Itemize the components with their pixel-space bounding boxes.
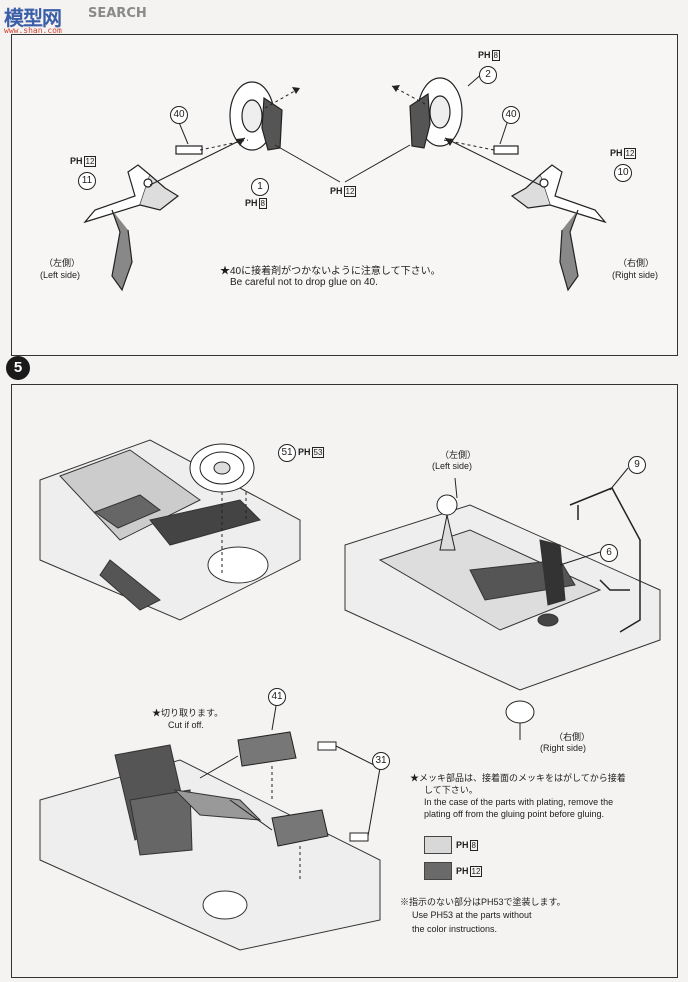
caliper-left [261, 96, 283, 151]
part-callout-9: 9 [628, 456, 646, 474]
part-callout-6: 6 [600, 544, 618, 562]
pin-right [493, 145, 519, 155]
legend-swatch-plating [424, 836, 452, 854]
logo-search-text: SEARCH [88, 6, 147, 21]
steering-rack-9 [569, 487, 641, 633]
bracket-right-hole [539, 178, 549, 188]
plating-note-jp-1: ★メッキ部品は、接着面のメッキをはがしてから接着 [410, 773, 626, 783]
color-note-en-1: Use PH53 at the parts without [412, 910, 532, 920]
color-note-en-2: the color instructions. [412, 924, 498, 934]
chassis-lower-left [39, 744, 381, 951]
chassis-right-drawing [344, 504, 661, 691]
part-callout-10: 10 [614, 164, 632, 182]
step5-right-side-en: (Right side) [540, 743, 587, 753]
bracket-left-body [83, 164, 151, 224]
part-callout-2: 2 [479, 66, 497, 84]
part-callout-51: 51 [278, 444, 296, 462]
left-side-label-en: (Left side) [40, 270, 81, 280]
bracket-left-leg [111, 209, 133, 292]
right-side-label-jp: （右側） [618, 258, 655, 268]
left-bracket-drawing [83, 164, 180, 292]
step5-panel [11, 384, 678, 978]
glue-caution-en: Be careful not to drop glue on 40. [230, 277, 378, 288]
color-note-jp: ※指示のない部分はPH53で塗装します。 [400, 897, 566, 907]
right-bracket-drawing [510, 164, 607, 292]
left-side-label-jp: （左側） [44, 258, 81, 268]
bracket-left-hole [143, 178, 153, 188]
part-callout-1: 1 [251, 178, 269, 196]
cut-off-note-jp: ★切り取ります。 [152, 708, 224, 718]
pin-left [175, 145, 203, 155]
plating-note-jp-2: して下さい。 [424, 785, 478, 795]
step5-left-side-jp: （左側） [440, 450, 477, 460]
wheel-hub-right-drawing [505, 700, 535, 740]
part-callout-40-right: 40 [502, 106, 520, 124]
glue-caution-jp: ★40に接着剤がつかないように注意して下さい。 [220, 266, 441, 277]
plating-note-en-2: plating off from the gluing point before… [424, 809, 604, 819]
right-side-label-en: (Right side) [612, 270, 659, 280]
wheel-hub-left-drawing [436, 494, 458, 551]
part-callout-40-left: 40 [170, 106, 188, 124]
cut-off-note-en: Cut if off. [168, 720, 204, 730]
part-callout-41: 41 [268, 688, 286, 706]
caliper-right [409, 92, 431, 149]
step5-right-leaders [454, 467, 629, 566]
step-number-badge: 5 [6, 356, 30, 380]
step5-left-side-en: (Left side) [432, 461, 473, 471]
site-logo: 模型网 SEARCH www.shan.com [0, 0, 688, 35]
step5-right-side-jp: （右側） [554, 732, 591, 742]
bracket-right-leg [559, 209, 579, 292]
logo-url-text: www.shan.com [4, 26, 62, 35]
legend-swatch-dark [424, 862, 452, 880]
wheel-51-drawing [189, 443, 255, 575]
logo-chinese-text: 模型网 [4, 6, 62, 30]
chassis-upper-left [39, 439, 301, 621]
plating-note-en-1: In the case of the parts with plating, r… [424, 797, 614, 807]
left-disc-drawing [175, 81, 283, 155]
bracket-right-body [539, 164, 607, 224]
part-callout-31: 31 [372, 752, 390, 770]
top-arrowheads [236, 85, 454, 146]
mufflers-41 [199, 731, 369, 847]
part-callout-11: 11 [78, 172, 96, 190]
top-assembly-lines [149, 71, 541, 186]
